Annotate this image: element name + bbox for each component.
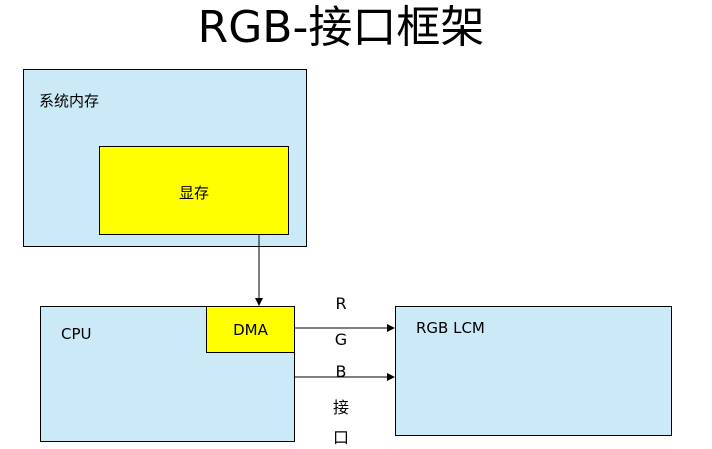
system-memory-label: 系统内存 <box>39 92 100 110</box>
video-memory-label: 显存 <box>178 184 209 202</box>
interface-label-char-g: G <box>334 330 348 349</box>
interface-label-char-r: R <box>335 294 347 313</box>
cpu-label: CPU <box>61 325 92 343</box>
cpu-block: CPU <box>40 306 295 442</box>
video-memory-block: 显存 <box>99 146 289 235</box>
rgb-lcm-block: RGB LCM <box>395 306 672 436</box>
interface-label-char-b: B <box>335 362 347 381</box>
rgb-lcm-label: RGB LCM <box>416 319 485 337</box>
interface-label-char-jie: 接 <box>332 398 349 417</box>
dma-block: DMA <box>206 306 295 353</box>
dma-label: DMA <box>233 321 268 339</box>
interface-label-char-kou: 口 <box>332 428 349 447</box>
diagram-title: RGB-接口框架 <box>197 2 485 53</box>
